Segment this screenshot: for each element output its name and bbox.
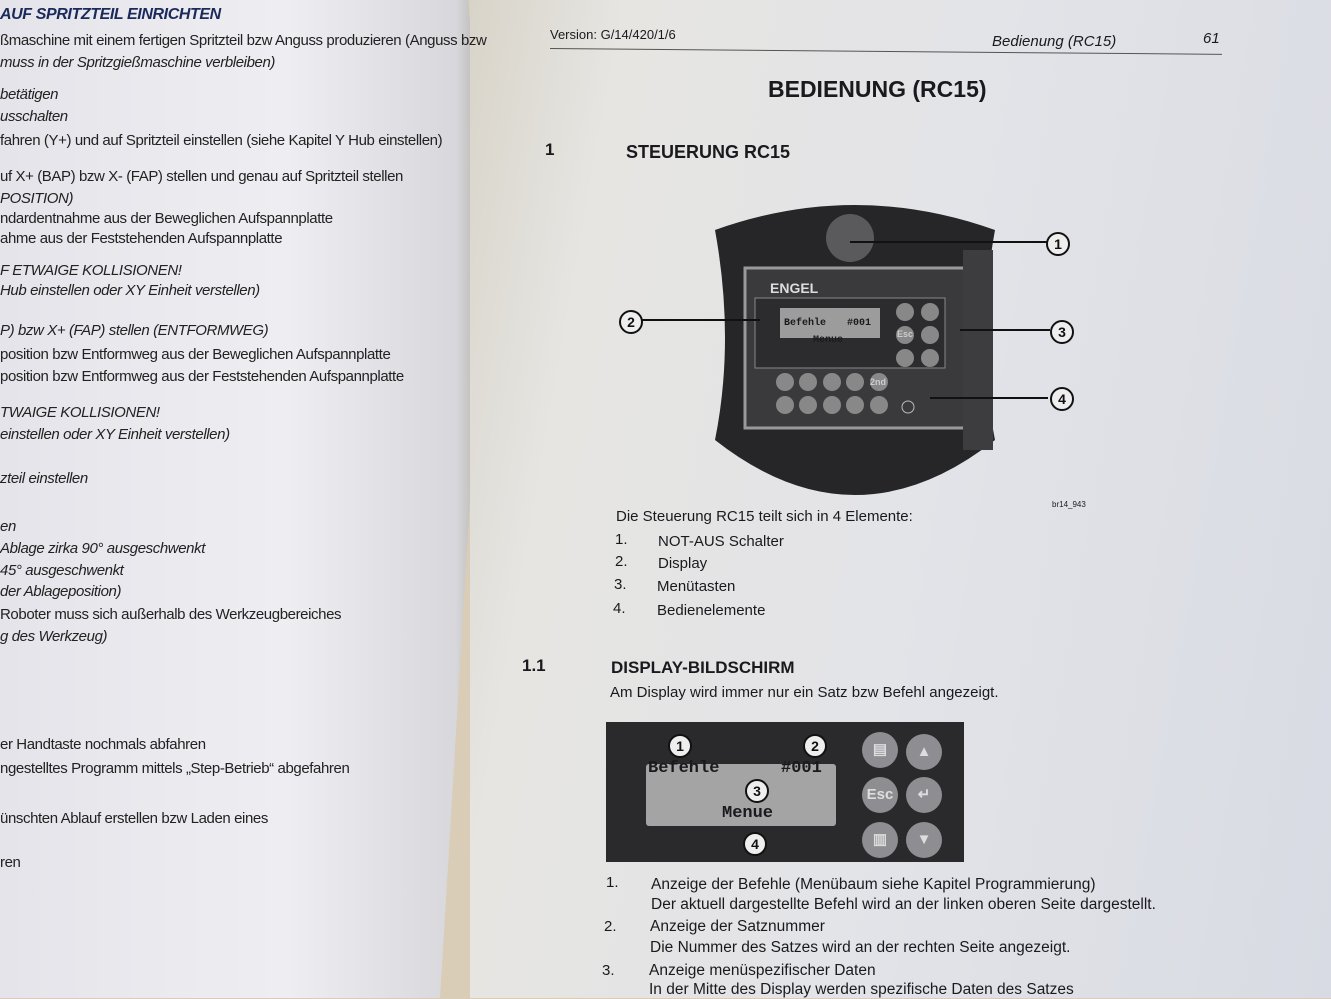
callout-3: 3: [745, 779, 769, 803]
list-item: Bedienelemente: [657, 602, 766, 619]
list-number: 3.: [614, 576, 627, 593]
text-line: POSITION): [0, 190, 74, 207]
text-line: zteil einstellen: [0, 470, 88, 487]
version-label: Version: G/14/420/1/6: [550, 27, 676, 42]
rc15-controller-figure: ENGEL Befehle #001 Menue Esc 2nd: [705, 190, 1005, 510]
list-item: NOT-AUS Schalter: [658, 533, 784, 550]
enter-key-icon: ↵: [906, 777, 942, 813]
text-line: uf X+ (BAP) bzw X- (FAP) stellen und gen…: [0, 168, 403, 185]
second-key: 2nd: [870, 377, 887, 387]
text-line: ünschten Ablauf erstellen bzw Laden eine…: [0, 810, 268, 827]
list-number: 1.: [615, 531, 628, 548]
page-title: BEDIENUNG (RC15): [768, 76, 987, 102]
display-menu: Menue: [813, 335, 844, 346]
page-right-key-icon: ▥: [862, 822, 898, 858]
text-line: Ablage zirka 90° ausgeschwenkt: [0, 540, 205, 557]
text-line: TWAIGE KOLLISIONEN!: [0, 404, 160, 421]
esc-key: Esc: [862, 777, 898, 813]
page-left-key-icon: ▤: [862, 732, 898, 768]
callout-4: 4: [1050, 387, 1074, 411]
esc-key: Esc: [897, 329, 914, 339]
subsection-number: 1.1: [522, 656, 546, 675]
description-text: In der Mitte des Display werden spezifis…: [649, 981, 1074, 998]
left-heading: AUF SPRITZTEIL EINRICHTEN: [0, 6, 221, 23]
text-line: 45° ausgeschwenkt: [0, 562, 124, 579]
callout-2: 2: [803, 734, 827, 758]
lcd-menu: Menue: [722, 804, 774, 823]
list-number: 2.: [615, 553, 628, 570]
page-number: 61: [1203, 30, 1220, 47]
left-page: AUF SPRITZTEIL EINRICHTEN ßmaschine mit …: [0, 0, 540, 998]
text-line: en: [0, 518, 16, 535]
text-line: einstellen oder XY Einheit verstellen): [0, 426, 230, 443]
section-title: STEUERUNG RC15: [626, 142, 791, 162]
display-command: Befehle: [784, 318, 827, 329]
display-figure: Befehle #001 Menue 1 2 3 4 ▤ ▲ Esc ↵ ▥ ▼: [606, 722, 964, 862]
text-line: position bzw Entformweg aus der Feststeh…: [0, 368, 404, 385]
subsection-text: Am Display wird immer nur ein Satz bzw B…: [610, 684, 999, 701]
running-header: Bedienung (RC15): [992, 33, 1117, 50]
callout-2: 2: [619, 310, 643, 334]
text-line: P) bzw X+ (FAP) stellen (ENTFORMWEG): [0, 322, 269, 339]
text-line: Roboter muss sich außerhalb des Werkzeug…: [0, 606, 342, 623]
text-line: ngestelltes Programm mittels „Step-Betri…: [0, 760, 350, 777]
figure-id: br14_943: [1052, 500, 1086, 509]
list-item: Menütasten: [657, 578, 736, 595]
text-line: ahme aus der Feststehenden Aufspannplatt…: [0, 230, 283, 247]
callout-3: 3: [1050, 320, 1074, 344]
description-title: Anzeige der Befehle (Menübaum siehe Kapi…: [651, 876, 1096, 893]
callout-1: 1: [668, 734, 692, 758]
left-page-paper: [0, 0, 478, 998]
down-key-icon: ▼: [906, 822, 942, 858]
lcd-number: #001: [781, 759, 822, 778]
subsection-title: DISPLAY-BILDSCHIRM: [611, 658, 795, 677]
description-title: Anzeige menüspezifischer Daten: [649, 962, 876, 979]
text-line: ßmaschine mit einem fertigen Spritzteil …: [0, 32, 487, 49]
text-line: er Handtaste nochmals abfahren: [0, 736, 206, 753]
list-number: 1.: [606, 874, 619, 891]
text-line: ren: [0, 854, 21, 871]
text-line: g des Werkzeug): [0, 628, 108, 645]
section-number: 1: [545, 140, 555, 159]
text-line: F ETWAIGE KOLLISIONEN!: [0, 262, 182, 279]
text-line: betätigen: [0, 86, 59, 103]
description-text: Die Nummer des Satzes wird an der rechte…: [650, 939, 1071, 956]
text-line: position bzw Entformweg aus der Beweglic…: [0, 346, 391, 363]
controller-body: [715, 205, 995, 495]
display-number: #001: [847, 318, 872, 329]
engel-logo: ENGEL: [770, 280, 819, 296]
text-line: ndardentnahme aus der Beweglichen Aufspa…: [0, 210, 333, 227]
intro-text: Die Steuerung RC15 teilt sich in 4 Eleme…: [616, 508, 913, 525]
callout-lines: [640, 241, 1050, 399]
text-line: muss in der Spritzgießmaschine verbleibe…: [0, 54, 275, 71]
description-title: Anzeige der Satznummer: [650, 918, 825, 935]
callout-4: 4: [743, 832, 767, 856]
list-item: Display: [658, 555, 708, 572]
list-number: 3.: [602, 962, 615, 979]
lcd-command: Befehle: [648, 759, 720, 778]
text-line: fahren (Y+) und auf Spritzteil einstelle…: [0, 132, 443, 149]
callout-1: 1: [1046, 232, 1070, 256]
up-key-icon: ▲: [906, 734, 942, 770]
text-line: der Ablageposition): [0, 583, 122, 600]
text-line: usschalten: [0, 108, 68, 125]
list-number: 4.: [613, 600, 626, 617]
text-line: Hub einstellen oder XY Einheit verstelle…: [0, 282, 260, 299]
description-text: Der aktuell dargestellte Befehl wird an …: [651, 896, 1156, 913]
lcd-screen: [646, 764, 836, 826]
list-number: 2.: [604, 918, 617, 935]
